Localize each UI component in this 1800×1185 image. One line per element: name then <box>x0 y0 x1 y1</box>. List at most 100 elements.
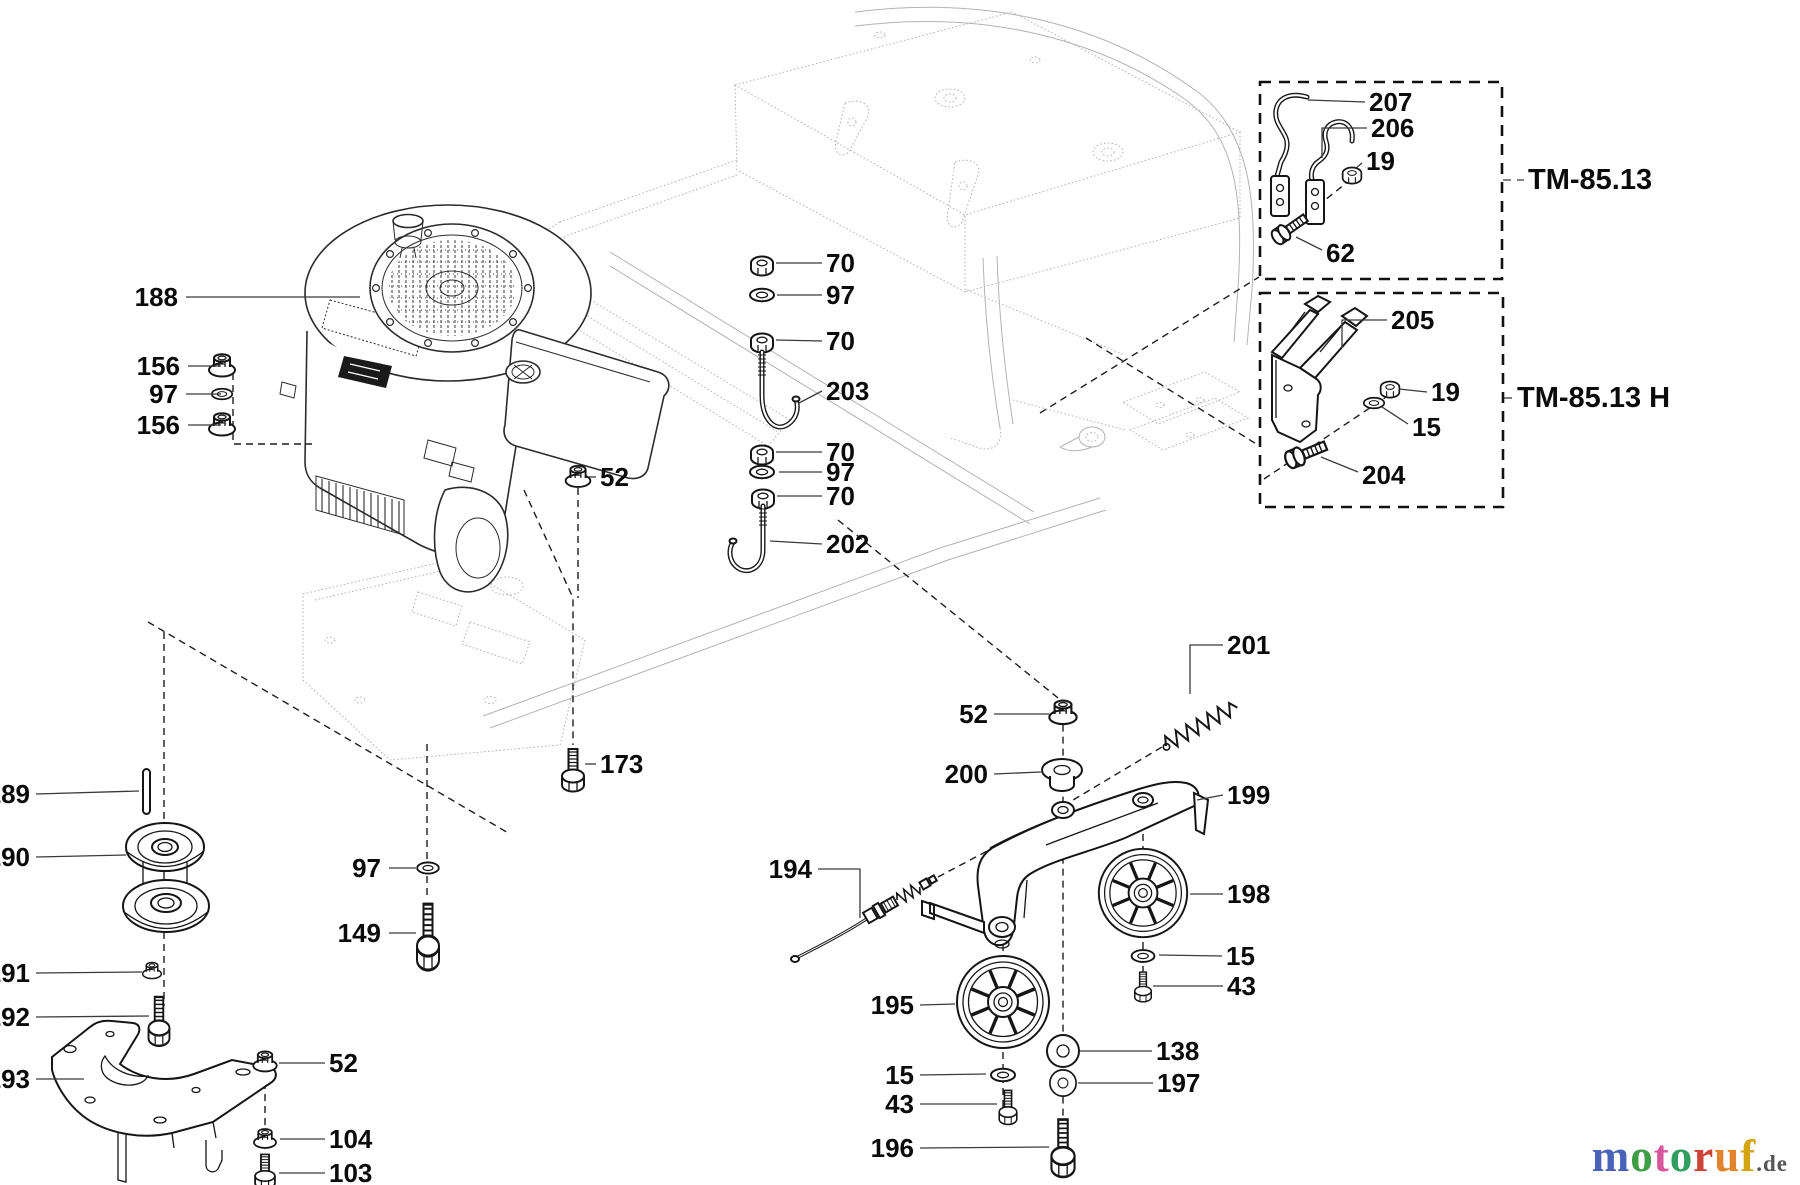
part-43-bolt-left <box>998 1089 1018 1126</box>
part-label-207: 207 <box>1369 87 1412 117</box>
part-19-nut-box2 <box>1379 380 1401 399</box>
leader-line-70 <box>775 339 823 342</box>
part-label-195: 195 <box>871 990 914 1020</box>
callout-box-tm8513h <box>1258 291 1505 509</box>
part-138-washer <box>1046 1034 1080 1068</box>
leader-line-192 <box>35 1015 150 1018</box>
hardware-stack-203 <box>749 255 801 430</box>
leader-line-62 <box>1295 236 1323 251</box>
part-97-washer-b <box>416 861 440 875</box>
part-198-pulley <box>1097 847 1189 939</box>
part-15-washer-right <box>1130 949 1156 964</box>
part-189-key <box>142 768 151 815</box>
part-label-15: 15 <box>1226 941 1255 971</box>
part-label-205: 205 <box>1391 305 1434 335</box>
part-206-hook <box>1305 119 1355 225</box>
part-label-52: 52 <box>600 462 629 492</box>
leader-line-202 <box>769 540 823 545</box>
part-label-196: 196 <box>871 1133 914 1163</box>
leader-line-15 <box>1158 954 1223 957</box>
part-label-198: 198 <box>1227 879 1270 909</box>
leader-line-15 <box>1381 406 1409 425</box>
part-label-70: 70 <box>826 326 855 356</box>
part-label-104: 104 <box>329 1124 373 1154</box>
leader-line-206 <box>1321 127 1367 158</box>
part-196-bolt <box>1050 1118 1076 1179</box>
part-43-bolt-right <box>1134 971 1152 1003</box>
part-label-192: 192 <box>0 1002 30 1032</box>
part-label-70: 70 <box>826 481 855 511</box>
part-label-156: 156 <box>137 410 180 440</box>
motoruf-logo[interactable]: motoruf.de <box>1592 1134 1788 1179</box>
part-label-103: 103 <box>329 1158 372 1185</box>
part-label-199: 199 <box>1227 780 1270 810</box>
part-label-173: 173 <box>600 749 643 779</box>
logo-letter: r <box>1693 1131 1715 1181</box>
part-label-189: 189 <box>0 779 30 809</box>
callout-box-tm8513 <box>1258 80 1504 281</box>
fuel-tank <box>503 329 670 480</box>
leader-line-195 <box>919 1003 956 1006</box>
logo-letter: m <box>1591 1131 1631 1181</box>
part-label-52: 52 <box>329 1048 358 1078</box>
part-201-spring <box>1162 701 1238 751</box>
part-label-62: 62 <box>1326 238 1355 268</box>
part-label-156: 156 <box>137 351 180 381</box>
part-label-197: 197 <box>1157 1068 1200 1098</box>
part-label-70: 70 <box>826 437 855 467</box>
part-203-jbolt <box>758 349 801 430</box>
part-label-191: 191 <box>0 958 30 988</box>
leader-line-203 <box>798 390 823 404</box>
belt-guide-bar <box>921 899 985 935</box>
part-label-19: 19 <box>1366 146 1395 176</box>
part-label-97: 97 <box>352 853 381 883</box>
leader-line-189 <box>35 790 140 795</box>
part-label-TM-85.13: TM-85.13 <box>1528 164 1652 196</box>
part-label-190: 190 <box>0 842 30 872</box>
part-label-15: 15 <box>1412 412 1441 442</box>
logo-letter: u <box>1714 1131 1741 1181</box>
part-204-bolt <box>1281 435 1331 472</box>
part-label-70: 70 <box>826 248 855 278</box>
part-label-204: 204 <box>1362 460 1406 490</box>
leader-line-15 <box>919 1073 987 1076</box>
tractor-frame-line-art <box>302 6 1255 761</box>
part-194-cable <box>790 874 939 963</box>
part-label-97: 97 <box>149 379 178 409</box>
logo-letter: f <box>1740 1131 1757 1181</box>
part-label-202: 202 <box>826 529 869 559</box>
logo-suffix: .de <box>1756 1151 1788 1176</box>
part-173-bolt <box>561 748 585 793</box>
part-label-138: 138 <box>1156 1036 1199 1066</box>
part-52-nut-engine <box>564 464 592 488</box>
part-label-203: 203 <box>826 376 869 406</box>
part-15-washer-left <box>990 1067 1016 1083</box>
part-104-nut <box>253 1128 277 1149</box>
logo-letter: t <box>1653 1131 1670 1181</box>
part-52-locknut <box>1048 699 1078 726</box>
part-label-193: 193 <box>0 1064 30 1094</box>
part-190-double-pulley <box>122 822 210 933</box>
leader-line-200 <box>993 771 1042 775</box>
engine-lower-details <box>279 381 509 593</box>
part-label-194: 194 <box>769 854 813 884</box>
part-191-nut <box>141 961 163 980</box>
leader-line-19 <box>1355 162 1363 169</box>
part-label-19: 19 <box>1431 377 1460 407</box>
leader-line-196 <box>919 1146 1050 1149</box>
part-label-200: 200 <box>945 759 988 789</box>
part-192-bolt <box>147 995 171 1047</box>
part-number-labels: 1881569715670977020352709770202173971491… <box>0 87 1460 1185</box>
leader-line-205 <box>1341 319 1387 348</box>
part-label-43: 43 <box>885 1089 914 1119</box>
part-199-idler-arm <box>921 780 1210 949</box>
leader-line-201 <box>1189 644 1223 694</box>
leader-line-204 <box>1320 456 1359 473</box>
part-195-pulley <box>955 954 1051 1050</box>
part-149-bolt <box>415 902 441 972</box>
part-205-bracket <box>1270 294 1369 444</box>
part-label-206: 206 <box>1371 113 1414 143</box>
part-label-52: 52 <box>959 699 988 729</box>
